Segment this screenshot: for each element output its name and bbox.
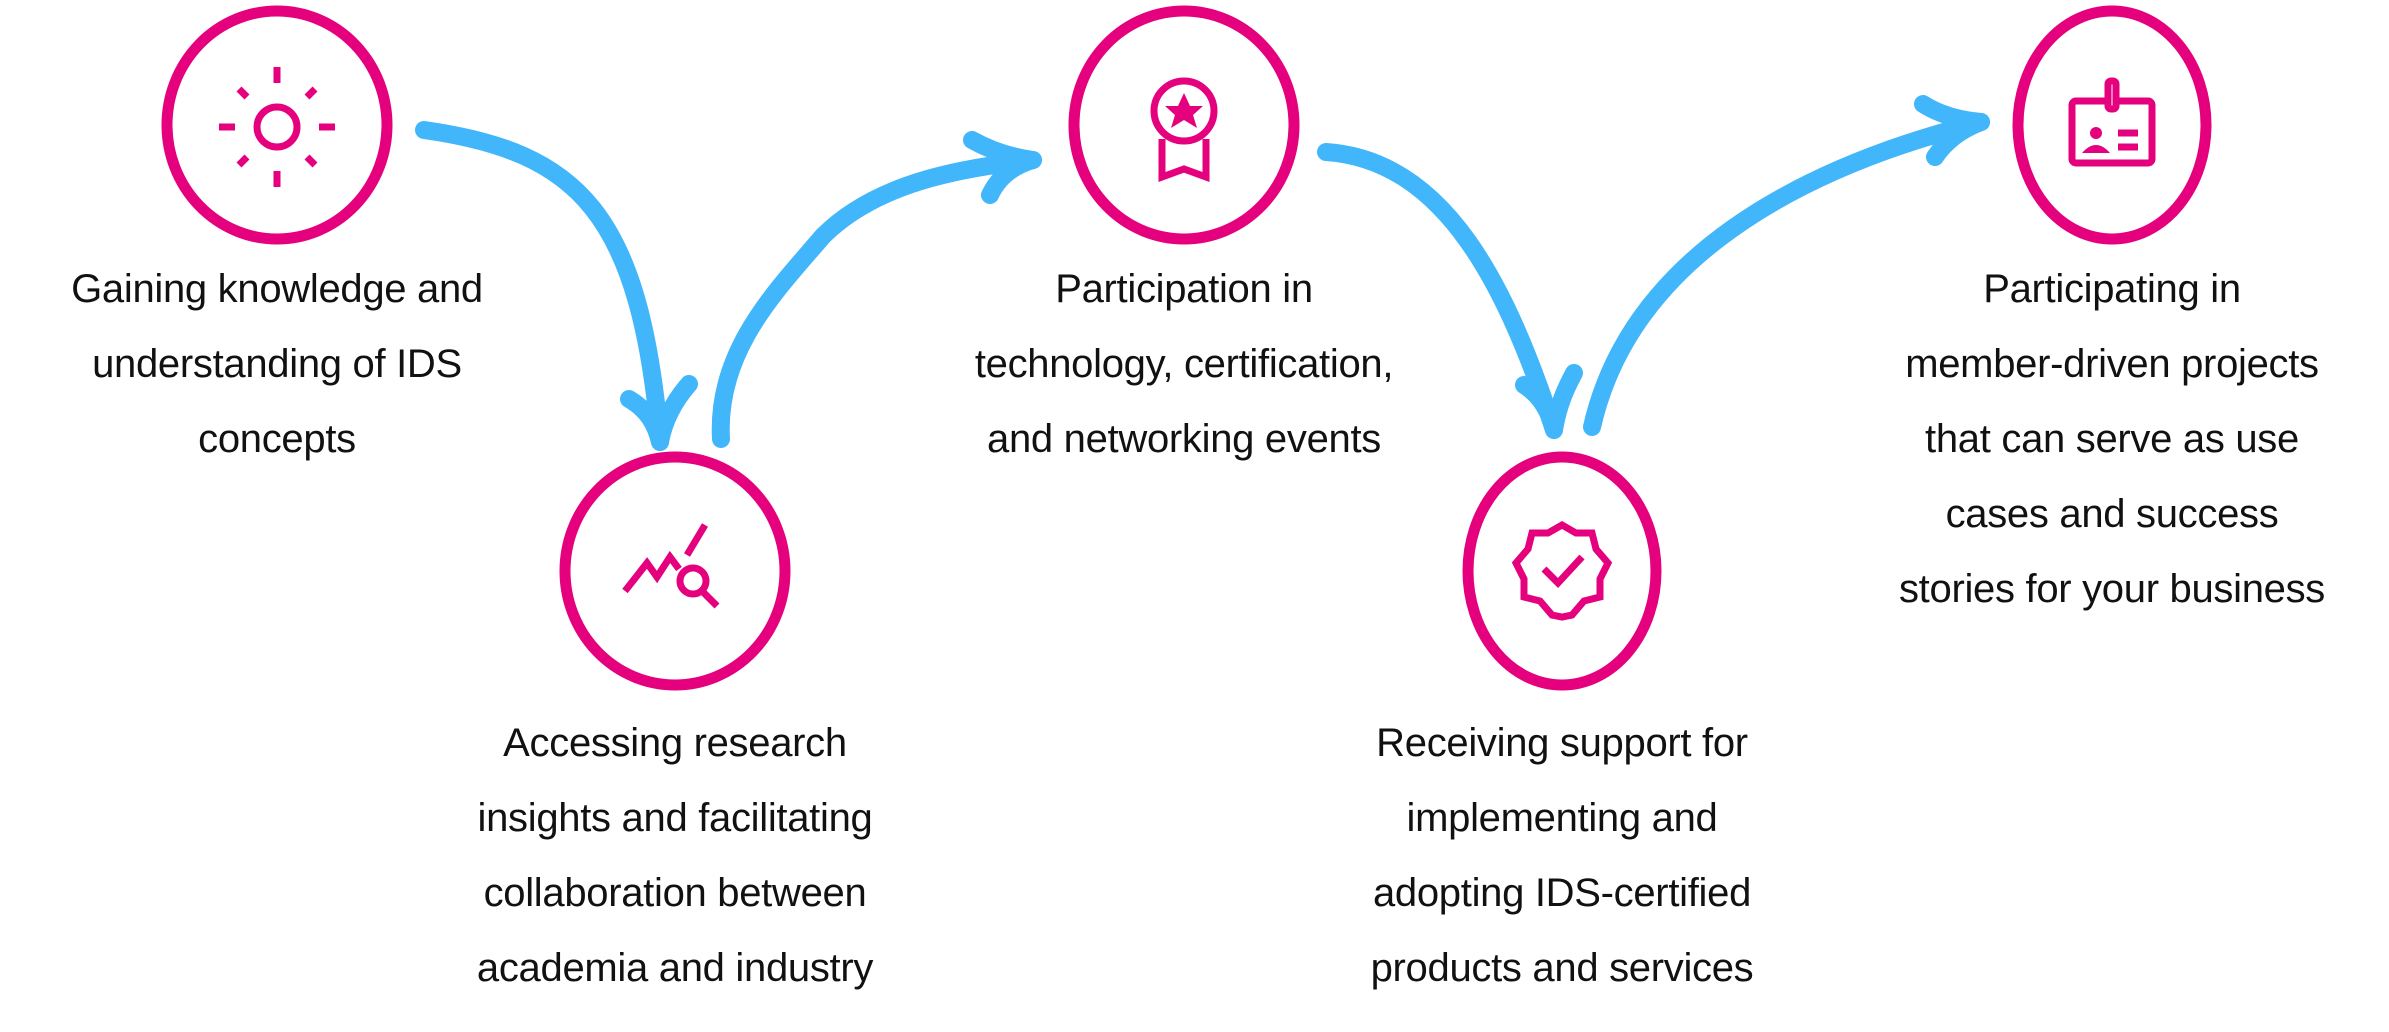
arrow-4-to-5 <box>1583 95 1990 436</box>
verified-badge-icon <box>1511 520 1613 621</box>
chart-search-icon <box>622 523 720 609</box>
step-5-circle <box>2012 5 2212 245</box>
label-line: Receiving support for <box>1376 721 1748 765</box>
label-line: technology, certification, <box>974 342 1394 386</box>
arrow-1-to-2 <box>415 121 698 451</box>
award-ribbon-icon <box>1150 77 1218 182</box>
step-5-label: Participating in member-driven projects … <box>1842 252 2382 627</box>
label-line: products and services <box>1370 946 1754 990</box>
label-line: understanding of IDS <box>92 342 462 386</box>
label-line: Gaining knowledge and <box>71 267 483 311</box>
step-2-label: Accessing research insights and facilita… <box>405 706 945 1006</box>
label-line: implementing and <box>1406 796 1718 840</box>
step-4-label: Receiving support for implementing and a… <box>1292 706 1832 1006</box>
step-3-circle <box>1068 5 1300 245</box>
step-3-label: Participation in technology, certificati… <box>914 252 1454 477</box>
sun-icon <box>219 67 335 187</box>
label-line: Participation in <box>1055 267 1313 311</box>
step-1-label: Gaining knowledge and understanding of I… <box>7 252 547 477</box>
label-line: Accessing research <box>503 721 847 765</box>
arrow-2-to-3 <box>711 131 1042 448</box>
id-badge-icon <box>2068 77 2156 167</box>
label-line: adopting IDS-certified <box>1372 871 1752 915</box>
arrow-3-to-4 <box>1317 143 1583 439</box>
label-line: collaboration between <box>483 871 867 915</box>
step-1-circle <box>161 5 393 245</box>
label-line: academia and industry <box>476 946 874 990</box>
label-line: stories for your business <box>1898 567 2326 611</box>
step-4-circle <box>1462 451 1662 691</box>
label-line: that can serve as use <box>1925 417 2299 461</box>
label-line: member-driven projects <box>1905 342 2319 386</box>
label-line: cases and success <box>1945 492 2279 536</box>
label-line: insights and facilitating <box>477 796 873 840</box>
step-2-circle <box>559 451 791 691</box>
label-line: Participating in <box>1983 267 2241 311</box>
label-line: and networking events <box>987 417 1381 461</box>
label-line: concepts <box>198 417 356 461</box>
